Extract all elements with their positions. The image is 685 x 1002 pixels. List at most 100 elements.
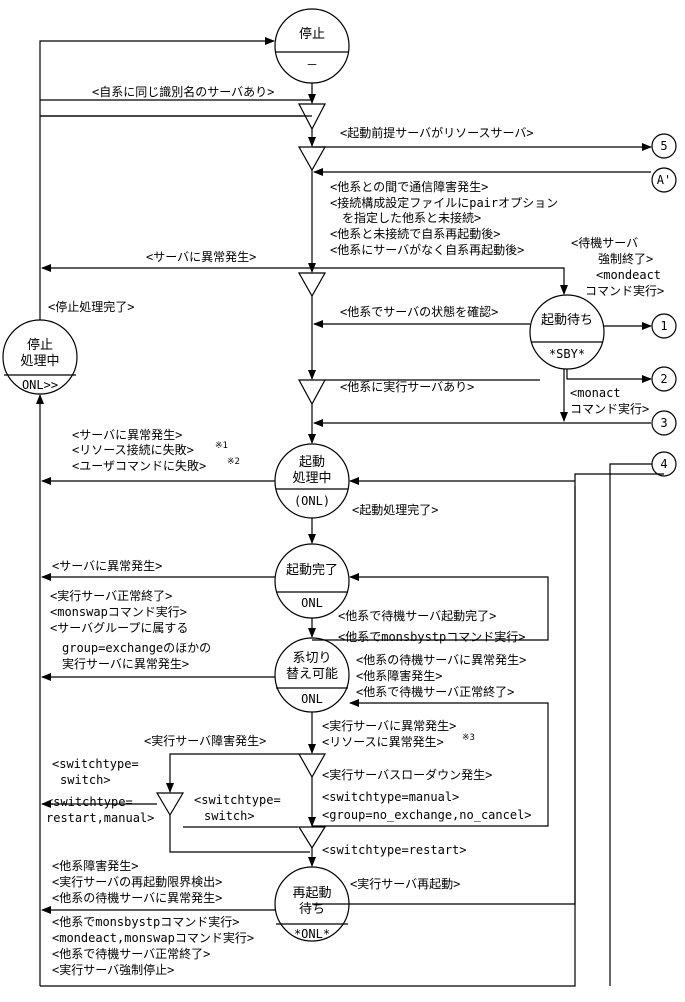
- label-st-restart: <switchtype=restart>: [322, 843, 467, 857]
- label-force2: 強制終了>: [598, 251, 653, 266]
- state-stopping-name1: 停止: [27, 337, 53, 353]
- svg-text:2: 2: [660, 372, 667, 386]
- decision-triangle-6: [297, 826, 327, 850]
- label-comm4: <他系と未接続で自系再起動後>: [330, 226, 500, 241]
- label-rw4: <他系でmonsbystpコマンド実行>: [52, 914, 239, 929]
- state-switchable-sub: ONL: [301, 692, 323, 706]
- label-comm5: <他系にサーバがなく自系再起動後>: [330, 242, 524, 257]
- label-server-err1: <サーバに異常発生>: [146, 250, 256, 264]
- label-rw2: <実行サーバの再起動限界検出>: [52, 874, 222, 889]
- svg-text:1: 1: [660, 319, 667, 333]
- label-exec-fail: <実行サーバ障害発生>: [144, 733, 266, 748]
- label-st-restart2: restart,manual>: [46, 811, 154, 825]
- state-standby: 起動待ち *SBY*: [529, 294, 605, 370]
- decision-triangle-7: [155, 792, 185, 817]
- state-switchable-name2: 替え可能: [286, 667, 338, 682]
- state-switchable: 系切り 替え可能 ONL: [274, 637, 350, 713]
- label-rw6: <他系で待機サーバ正常終了>: [52, 946, 210, 961]
- label-same-name: <自系に同じ識別名のサーバあり>: [92, 84, 274, 99]
- connector-1: 1: [651, 313, 677, 339]
- label-back4: <他系障害発生>: [356, 668, 442, 683]
- feedback-lines: [166, 486, 576, 905]
- decision-triangle-4: [297, 379, 327, 406]
- label-comm3: を指定した他系と未接続>: [342, 210, 481, 225]
- label-rw3: <他系の待機サーバに異常発生>: [52, 890, 222, 905]
- label-restart: <実行サーバ再起動>: [350, 876, 460, 891]
- label-st-switch-c2: switch>: [204, 809, 255, 823]
- label-exec-exists: <他系に実行サーバあり>: [340, 379, 474, 394]
- state-stop-name: 停止: [299, 26, 325, 42]
- decision-triangle-5: [297, 753, 327, 779]
- state-starting-name2: 処理中: [292, 471, 331, 486]
- label-comm2: <接続構成設定ファイルにpairオプション: [330, 195, 558, 210]
- connector-a-prime: A': [651, 167, 677, 193]
- label-force1: <待機サーバ: [571, 235, 638, 250]
- state-started-sub: ONL: [301, 596, 323, 610]
- label-ex1: <実行サーバに異常発生>: [322, 718, 456, 733]
- label-ex2: <リソースに異常発生>: [322, 735, 444, 749]
- label-manual1: <switchtype=manual>: [322, 790, 459, 804]
- state-restart-wait-name2: 待ち: [299, 902, 325, 917]
- svg-text:5: 5: [660, 139, 667, 153]
- state-restart-wait-name1: 再起動: [292, 886, 331, 901]
- label-force4: コマンド実行>: [585, 283, 664, 298]
- label-monact2: コマンド実行>: [570, 401, 649, 416]
- svg-text:A': A': [657, 173, 671, 187]
- label-slowdown: <実行サーバスローダウン発生>: [322, 767, 492, 782]
- label-ex2-note: ※3: [462, 733, 475, 743]
- left-bus-lines: [36, 37, 664, 987]
- state-stop-sub: －: [306, 58, 318, 72]
- label-back3: <他系の待機サーバに異常発生>: [356, 652, 526, 667]
- label-sw5: 実行サーバに異常発生>: [62, 656, 189, 671]
- decision-triangle-2: [297, 146, 327, 172]
- decision-triangle-3: [297, 272, 327, 298]
- state-stopping-sub: ONL>>: [22, 378, 58, 392]
- label-start-fail1: <サーバに異常発生>: [72, 428, 182, 442]
- label-rw1: <他系障害発生>: [52, 858, 138, 873]
- state-stop: 停止 －: [274, 8, 350, 84]
- label-confirm: <他系でサーバの状態を確認>: [340, 304, 498, 319]
- label-st-restart1: <switchtype=: [46, 795, 133, 809]
- label-force3: <mondeact: [596, 268, 661, 282]
- state-starting: 起動 処理中 (ONL): [274, 443, 350, 519]
- right-branch-lines: [312, 143, 652, 986]
- label-rw5: <mondeact,monswapコマンド実行>: [52, 930, 254, 945]
- label-monact1: <monact: [570, 386, 621, 400]
- label-start-done: <起動処理完了>: [352, 502, 438, 517]
- label-st-switch1: <switchtype=: [52, 757, 139, 771]
- label-back1: <他系で待機サーバ起動完了>: [338, 608, 496, 623]
- state-stopping: 停止 処理中 ONL>>: [2, 319, 78, 395]
- connector-3: 3: [651, 410, 677, 436]
- label-sw1: <実行サーバ正常終了>: [50, 588, 172, 603]
- state-stopping-name2: 処理中: [20, 354, 59, 369]
- connector-5: 5: [651, 133, 677, 159]
- label-prereq: <起動前提サーバがリソースサーバ>: [340, 125, 534, 140]
- state-starting-name1: 起動: [299, 455, 325, 470]
- label-rw7: <実行サーバ強制停止>: [52, 962, 174, 977]
- svg-text:4: 4: [660, 457, 667, 471]
- label-sw3: <サーバグループに属する: [50, 621, 188, 635]
- label-sw2: <monswapコマンド実行>: [50, 604, 187, 619]
- label-sw4: group=exchangeのほかの: [62, 641, 211, 655]
- label-start-fail2-note: ※1: [215, 441, 228, 451]
- connector-4: 4: [651, 451, 677, 477]
- connector-2: 2: [651, 366, 677, 392]
- state-started: 起動完了 ONL: [274, 543, 350, 619]
- svg-text:3: 3: [660, 416, 667, 430]
- label-start-fail3: <ユーザコマンドに失敗>: [72, 458, 206, 473]
- state-restart-wait-sub: *ONL*: [294, 927, 330, 941]
- state-standby-sub: *SBY*: [549, 347, 585, 361]
- label-manual2: <group=no_exchange,no_cancel>: [322, 808, 532, 822]
- state-started-name: 起動完了: [286, 563, 338, 578]
- label-stop-done: <停止処理完了>: [48, 299, 134, 314]
- label-server-err2: <サーバに異常発生>: [52, 559, 162, 573]
- label-st-switch-c1: <switchtype=: [194, 793, 281, 807]
- state-switchable-name1: 系切り: [292, 651, 331, 666]
- state-starting-sub: (ONL): [294, 494, 330, 508]
- label-comm1: <他系との間で通信障害発生>: [330, 179, 488, 194]
- label-start-fail2: <リソース接続に失敗>: [72, 442, 194, 457]
- label-start-fail3-note: ※2: [227, 457, 240, 467]
- label-st-switch2: switch>: [60, 773, 111, 787]
- label-back5: <他系で待機サーバ正常終了>: [356, 684, 514, 699]
